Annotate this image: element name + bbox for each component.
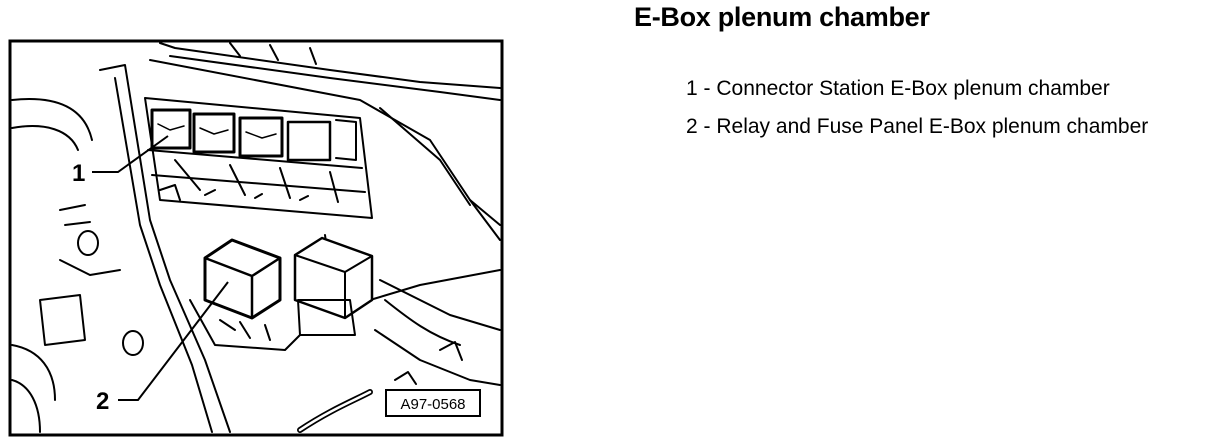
- legend-item: 1 - Connector Station E-Box plenum chamb…: [686, 70, 1148, 108]
- legend-item-number: 1: [686, 77, 698, 100]
- page-title: E-Box plenum chamber: [634, 2, 930, 32]
- diagram-frame: [8, 39, 504, 437]
- connector-4: [286, 120, 332, 162]
- figure-id-text: A97-0568: [400, 396, 465, 413]
- relay-box: [203, 238, 282, 320]
- callout-2-label: 2: [96, 388, 109, 415]
- legend-item: 2 - Relay and Fuse Panel E-Box plenum ch…: [686, 108, 1148, 146]
- callout-1-leader: [92, 135, 169, 173]
- legend-item-text: Relay and Fuse Panel E-Box plenum chambe…: [716, 115, 1149, 138]
- connector-2: [192, 112, 236, 154]
- legend-item-number: 2: [686, 115, 698, 138]
- figure-id-box: [385, 389, 481, 417]
- callout-1-label: 1: [72, 160, 85, 187]
- callout-leaders: [92, 135, 229, 401]
- legend-separator: -: [697, 77, 717, 100]
- callout-2-leader: [118, 281, 229, 401]
- legend-separator: -: [697, 115, 717, 138]
- engine-bay-drawing: [11, 42, 501, 433]
- legend-item-text: Connector Station E-Box plenum chamber: [716, 77, 1110, 100]
- diagram: 1 2 A97-0568: [8, 39, 504, 437]
- legend-list: 1 - Connector Station E-Box plenum chamb…: [686, 70, 1148, 146]
- fuse-box: [293, 236, 374, 320]
